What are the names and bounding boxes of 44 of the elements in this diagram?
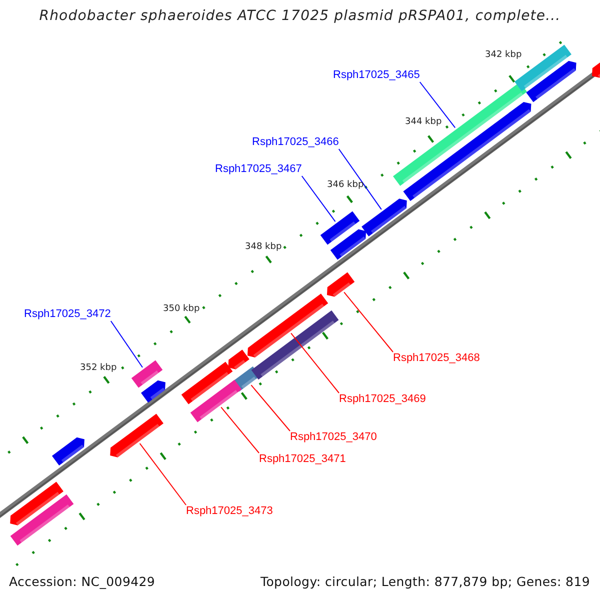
position-label: 350 kbp bbox=[163, 304, 200, 315]
gene-feature bbox=[362, 198, 407, 236]
gene-label: Rsph17025_3465 bbox=[333, 69, 420, 82]
gene-feature bbox=[526, 60, 576, 102]
leader-line bbox=[250, 384, 290, 432]
gene-label: Rsph17025_3468 bbox=[393, 352, 480, 365]
position-label: 344 kbp bbox=[405, 117, 442, 128]
gene-feature bbox=[131, 360, 163, 388]
gene-label: Rsph17025_3466 bbox=[252, 136, 339, 149]
position-label: 342 kbp bbox=[485, 50, 522, 61]
leader-line bbox=[338, 148, 382, 210]
leader-line bbox=[344, 292, 394, 352]
position-label: 348 kbp bbox=[245, 242, 282, 253]
title: Rhodobacter sphaeroides ATCC 17025 plasmid pRSPA01, complete... bbox=[38, 8, 562, 24]
gene-label: Rsph17025_3472 bbox=[24, 308, 111, 321]
gene-label: Rsph17025_3467 bbox=[215, 163, 302, 176]
gene-feature bbox=[110, 414, 164, 458]
gene-feature bbox=[403, 102, 532, 202]
map-info: Topology: circular; Length: 877,879 bp; Genes: 819 bbox=[260, 574, 590, 589]
gene-label: Rsph17025_3469 bbox=[339, 393, 426, 406]
gene-feature bbox=[320, 211, 360, 245]
leader-line bbox=[110, 320, 143, 368]
gene-feature bbox=[228, 350, 250, 370]
gene-feature bbox=[181, 362, 233, 404]
gene-feature bbox=[393, 82, 527, 186]
gene-label: Rsph17025_3473 bbox=[186, 505, 273, 518]
gene-feature bbox=[330, 229, 366, 260]
position-label: 352 kbp bbox=[80, 363, 117, 374]
position-label: 346 kbp bbox=[327, 180, 364, 191]
leader-line bbox=[301, 176, 336, 222]
gene-feature bbox=[247, 294, 328, 358]
leader-line bbox=[290, 332, 340, 394]
gene-feature bbox=[10, 482, 64, 526]
accession-label: Accession: NC_009429 bbox=[9, 574, 156, 589]
gene-feature bbox=[326, 272, 355, 297]
leader-line bbox=[139, 442, 186, 506]
gene-feature bbox=[52, 437, 84, 466]
leader-line bbox=[220, 406, 260, 454]
gene-feature bbox=[251, 310, 339, 380]
gene-label: Rsph17025_3470 bbox=[290, 431, 377, 444]
gene-feature bbox=[140, 380, 166, 403]
gene-feature bbox=[190, 380, 242, 422]
gene-feature bbox=[10, 494, 74, 546]
gene-label: Rsph17025_3471 bbox=[259, 453, 346, 466]
